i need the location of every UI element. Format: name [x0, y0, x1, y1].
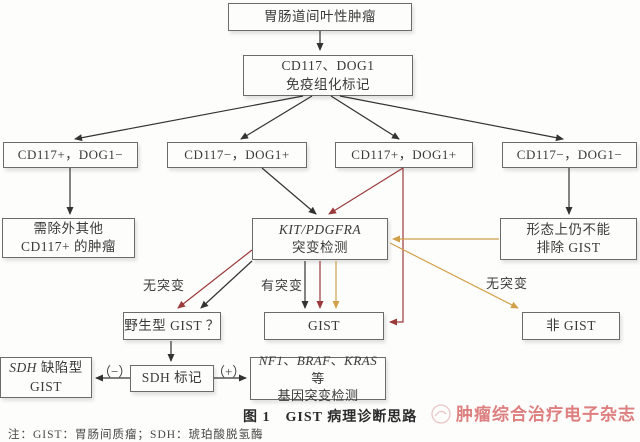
arrow-r1c3-to-kit-red — [328, 167, 404, 215]
arrow-ihc-to-r1c3 — [330, 95, 400, 140]
nf1-sep1: 、 — [283, 353, 297, 369]
node-exclude-line2: CD117+ 的肿瘤 — [21, 239, 116, 254]
node-gist-label: GIST — [308, 317, 340, 333]
nf1-gene2: BRAF — [296, 353, 331, 369]
journal-logo-icon — [431, 404, 451, 424]
node-kit-pdgfra-test: KIT/PDGFRA 突变检测 — [252, 218, 388, 260]
node-ihc-markers: CD117、DOG1 免疫组化标记 — [243, 55, 413, 96]
node-root: 胃肠道间叶性肿瘤 — [228, 3, 412, 31]
node-r1c3-label: CD117+，DOG1+ — [351, 147, 457, 163]
node-gist: GIST — [264, 312, 384, 340]
node-exclude-other: 需除外其他 CD117+ 的肿瘤 — [2, 218, 135, 258]
nf1-sep2: 、 — [330, 353, 345, 369]
node-wildtype-label: 野生型 GIST ？ — [124, 317, 220, 333]
node-exclude-line1: 需除外其他 — [33, 220, 104, 236]
node-wildtype-gist: 野生型 GIST ？ — [123, 312, 221, 340]
node-r1c4-label: CD117−，DOG1− — [516, 147, 623, 163]
node-kit-line1: KIT/PDGFRA — [278, 221, 362, 237]
journal-watermark: 肿瘤综合治疗电子杂志 — [456, 405, 636, 424]
node-cd117neg-dog1neg: CD117−，DOG1− — [502, 142, 637, 168]
sdhdef-italic: SDH — [9, 360, 37, 376]
node-nf1-braf-kras-test: NF1、BRAF、KRAS 等 基因突变检测 — [250, 353, 386, 403]
edge-label-has-mutation: 有突变 — [261, 278, 304, 293]
node-root-label: 胃肠道间叶性肿瘤 — [264, 8, 376, 24]
node-sdh-marker: SDH 标记 — [130, 365, 214, 392]
figure-footnote: 注：GIST：胃肠间质瘤；SDH：琥珀酸脱氢酶 — [8, 429, 264, 441]
node-morph-line2: 排除 GIST — [536, 240, 601, 255]
arrow-kit-to-wildtype-black — [200, 260, 253, 309]
node-cd117pos-dog1pos: CD117+，DOG1+ — [335, 142, 473, 168]
node-ihc-line1: CD117、DOG1 — [281, 58, 375, 74]
node-sdh-deficient-gist: SDH 缺陷型 GIST — [0, 357, 92, 398]
node-cd117pos-dog1neg: CD117+，DOG1− — [3, 142, 138, 168]
nf1-gene3: KRAS — [344, 353, 378, 369]
node-morphology-cannot-exclude: 形态上仍不能 排除 GIST — [500, 218, 637, 260]
arrow-ihc-to-r1c1 — [74, 95, 304, 142]
figure-caption: 图 1 GIST 病理诊断思路 — [243, 410, 418, 425]
arrow-ihc-to-r1c4 — [339, 95, 564, 142]
sdhdef-rest: 缺陷型 — [36, 360, 83, 376]
node-non-gist: 非 GIST — [522, 312, 620, 340]
node-nongist-label: 非 GIST — [546, 317, 596, 333]
arrow-r1c2-to-kit — [261, 167, 317, 215]
arrow-r1c3-to-gist-red — [389, 168, 404, 326]
node-ihc-line2: 免疫组化标记 — [286, 76, 370, 92]
node-sdhdef-line2: GIST — [30, 378, 62, 394]
edge-label-no-mutation-right: 无突变 — [486, 276, 529, 291]
edge-label-sdh-positive: （+） — [212, 364, 246, 379]
nf1-gene1: NF1 — [258, 353, 284, 369]
arrow-kit-to-wildtype-red — [177, 249, 253, 309]
node-r1c1-label: CD117+，DOG1− — [17, 147, 124, 163]
node-cd117neg-dog1pos: CD117−，DOG1+ — [167, 142, 307, 168]
node-kit-line2: 突变检测 — [292, 240, 348, 255]
node-r1c2-label: CD117−，DOG1+ — [184, 147, 290, 163]
node-sdhmark-label: SDH 标记 — [141, 370, 203, 386]
node-nf1-line1: NF1、BRAF、KRAS 等 — [251, 352, 385, 387]
nf1-suffix: 等 — [311, 370, 325, 386]
edge-label-sdh-negative: （−） — [98, 364, 132, 379]
node-nf1-line2: 基因突变检测 — [277, 388, 359, 404]
edge-label-no-mutation-left: 无突变 — [143, 278, 186, 293]
arrow-ihc-to-r1c2 — [240, 95, 313, 140]
node-sdhdef-line1: SDH 缺陷型 — [9, 359, 83, 377]
node-morph-line1: 形态上仍不能 — [526, 221, 611, 237]
